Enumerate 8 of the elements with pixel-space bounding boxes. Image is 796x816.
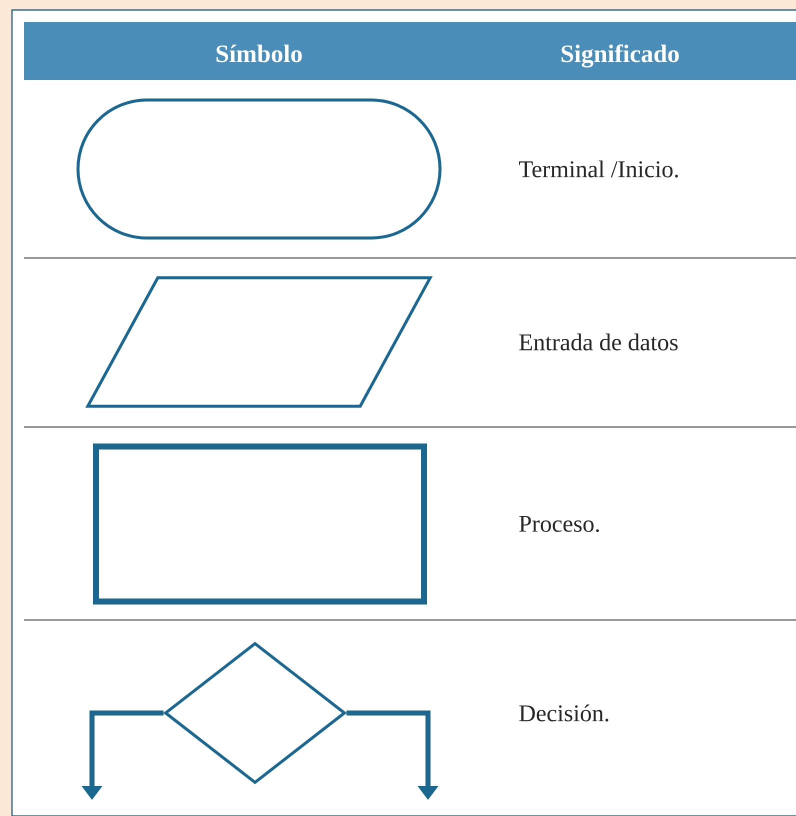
column-header: Significado	[562, 44, 679, 68]
meaning-text: Entrada de datos	[519, 334, 678, 350]
meaning-text: Terminal /Inicio.	[518, 160, 678, 178]
process-box	[93, 444, 427, 604]
meaning-text: Decisión.	[519, 704, 608, 722]
terminal-shape	[76, 98, 442, 240]
column-header: Símbolo	[216, 44, 302, 62]
meaning-text: Proceso.	[519, 516, 599, 532]
